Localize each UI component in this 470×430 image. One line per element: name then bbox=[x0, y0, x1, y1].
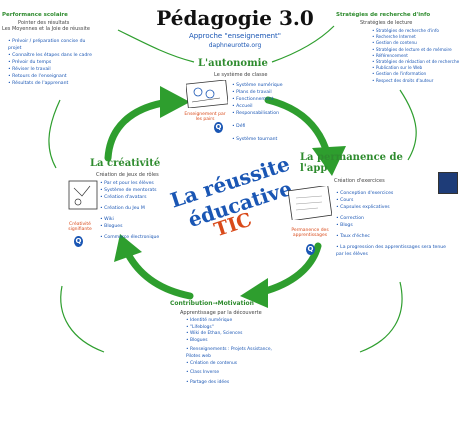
creativite-title: La créativité bbox=[90, 158, 161, 169]
quebec-logo-icon: Q bbox=[306, 244, 315, 255]
list-item: Gestion de l'information bbox=[372, 71, 468, 77]
creativite-sketch-icon bbox=[68, 180, 98, 210]
strategies-list: Stratégies de recherche d'info Recherche… bbox=[372, 28, 468, 84]
list-item: Publication sur le Web bbox=[372, 65, 468, 71]
permanence-badge: Permanence des apprentissages bbox=[291, 228, 329, 238]
list-item: Accueil bbox=[232, 103, 292, 110]
autonomie-sub: Le système de classe bbox=[214, 72, 268, 78]
autonomie-sketch-icon bbox=[186, 80, 228, 108]
creativite-sub: Création de jeux de rôles bbox=[96, 172, 159, 178]
outer-arrow-top-right bbox=[271, 25, 335, 63]
list-item: Cours bbox=[336, 197, 446, 204]
arrow-bottom-left-head bbox=[114, 234, 142, 262]
arrow-bottom-right bbox=[258, 242, 322, 296]
list-item: Système tournant bbox=[232, 136, 292, 143]
list-item: Retours de l'enseignant bbox=[8, 73, 94, 80]
list-item: Capsules explicatives bbox=[336, 204, 446, 211]
page-title: Pédagogie 3.0 bbox=[156, 6, 314, 30]
list-item: "Lifeblogs" bbox=[186, 325, 286, 332]
list-item: Blogs bbox=[336, 222, 446, 229]
outer-arrow-left-top bbox=[48, 99, 61, 169]
list-item: Conception d'exercices bbox=[336, 190, 446, 197]
arrow-top-left-head bbox=[160, 86, 190, 118]
list-item: Blogues bbox=[186, 338, 286, 345]
performance-list: Prévoir / préparation concise du projet … bbox=[8, 38, 94, 87]
list-item: Taux d'échec bbox=[336, 233, 446, 240]
arrow-bottom-right-head bbox=[240, 278, 268, 308]
permanence-sub: Création d'exercices bbox=[334, 178, 385, 184]
performance-title: Performance scolaire bbox=[2, 12, 68, 18]
list-item: Gestion de contenu bbox=[372, 40, 468, 46]
list-item: Connaître les étapes dans le cadre bbox=[8, 52, 94, 59]
list-item: Correction bbox=[336, 215, 446, 222]
list-item: Système numérique bbox=[232, 82, 292, 89]
list-item: Résultats de l'apprenant bbox=[8, 80, 94, 87]
permanence-sketch-icon bbox=[288, 186, 332, 220]
list-item: Stratégies de lecture et de mémoire bbox=[372, 47, 468, 53]
page-subtitle: Approche "enseignement" bbox=[188, 32, 282, 40]
arrow-top-right-head bbox=[312, 146, 346, 176]
list-item: Identité numérique bbox=[186, 318, 286, 325]
list-item: Commerce électronique bbox=[100, 234, 190, 241]
performance-sub1: Pointer des résultats bbox=[18, 20, 70, 26]
list-item: Partage des idées bbox=[186, 380, 286, 387]
creativite-list: Par et pour les élèves Système de mentor… bbox=[100, 180, 190, 241]
outer-arrow-left-bottom bbox=[60, 285, 105, 353]
permanence-thumbnail bbox=[438, 172, 458, 194]
outer-arrow-right-top bbox=[399, 89, 417, 161]
list-item: Défi bbox=[232, 123, 292, 130]
contribution-list: Identité numérique "Lifeblogs" Wiki de E… bbox=[186, 318, 286, 386]
list-item: Plans de travail bbox=[232, 89, 292, 96]
arrow-top-left bbox=[104, 98, 172, 162]
autonomie-list: Système numérique Plans de travail Fonct… bbox=[232, 82, 292, 143]
performance-sub2: Les Moyennes et la Joie de réussite bbox=[2, 26, 90, 32]
autonomie-title: L'autonomie bbox=[198, 58, 268, 69]
list-item: Blogues bbox=[100, 223, 190, 230]
strategies-title: Stratégies de recherche d'info bbox=[336, 12, 431, 18]
permanence-title: La permanence de l'app bbox=[300, 152, 403, 174]
list-item: Prévoir / préparation concise du projet bbox=[8, 38, 94, 52]
list-item: La progression des apprentissages sera t… bbox=[336, 244, 446, 258]
autonomie-badge: Enseignement par les pairs bbox=[184, 112, 226, 122]
list-item: Stratégies de recherche d'info bbox=[372, 28, 468, 34]
list-item: Création de contenus bbox=[186, 361, 286, 368]
contribution-sub: Apprentissage par la découverte bbox=[180, 310, 262, 316]
list-item: Respect des droits d'auteur bbox=[372, 78, 468, 84]
permanence-list: Conception d'exercices Cours Capsules ex… bbox=[336, 190, 446, 258]
list-item: Responsabilisation bbox=[232, 110, 292, 117]
list-item: Recherche Internet bbox=[372, 34, 468, 40]
quebec-logo-icon: Q bbox=[74, 236, 83, 247]
list-item: Renseignements : Projets Assistance, Pil… bbox=[186, 347, 286, 360]
outer-arrow-right-bottom bbox=[359, 281, 403, 353]
list-item: Création du Jeu M bbox=[100, 205, 190, 212]
list-item: Stratégies de rédaction et de recherche bbox=[372, 59, 468, 65]
strategies-sub: Stratégies de lecture bbox=[360, 20, 413, 26]
outer-arrow-top bbox=[117, 29, 195, 63]
list-item: Prévoir du temps bbox=[8, 59, 94, 66]
list-item: Class Inverse bbox=[186, 370, 286, 377]
arrow-bottom-left bbox=[124, 250, 194, 300]
contribution-title: Contribution→Motivation bbox=[170, 300, 254, 307]
quebec-logo-icon: Q bbox=[214, 122, 223, 133]
list-item: Wiki bbox=[100, 216, 190, 223]
list-item: Création d'avatars bbox=[100, 194, 190, 201]
list-item: Par et pour les élèves bbox=[100, 180, 190, 187]
page-subtitle-url: daphneurotte.org bbox=[208, 42, 262, 49]
list-item: Référencement bbox=[372, 53, 468, 59]
list-item: Réviser le travail bbox=[8, 66, 94, 73]
list-item: Fonctionnement bbox=[232, 96, 292, 103]
creativite-badge: Créativité signifiante bbox=[68, 222, 92, 232]
list-item: Système de mentorats bbox=[100, 187, 190, 194]
list-item: Wiki de Ethan, Sciences bbox=[186, 331, 286, 338]
